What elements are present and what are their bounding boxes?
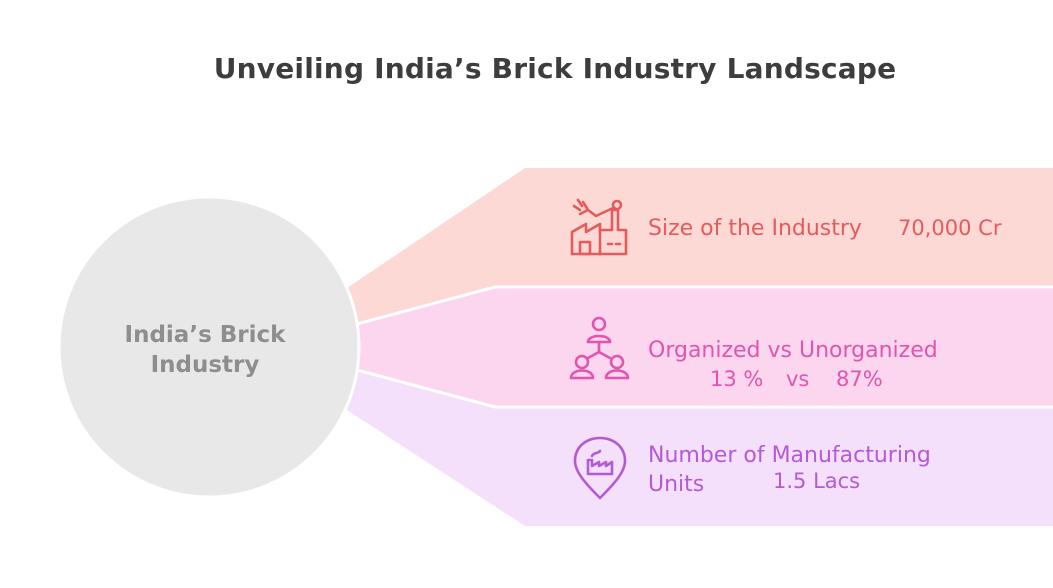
row3-label-line2: Units bbox=[648, 472, 705, 497]
row2-label: Organized vs Unorganized bbox=[648, 338, 938, 363]
row1-value: 70,000 Cr bbox=[898, 216, 1002, 240]
band-manufacturing-units bbox=[347, 371, 1053, 526]
row3-value: 1.5 Lacs bbox=[773, 469, 861, 493]
people-hierarchy-icon bbox=[569, 316, 630, 380]
row2-vs: vs bbox=[786, 367, 810, 391]
page-title: Unveiling India’s Brick Industry Landsca… bbox=[213, 52, 897, 85]
band-size-of-industry bbox=[347, 168, 1053, 324]
row3-label-line1: Number of Manufacturing bbox=[648, 443, 931, 468]
center-label-line1: India’s Brick bbox=[124, 322, 286, 348]
center-label: India’s Brick Industry bbox=[80, 320, 330, 380]
center-circle bbox=[57, 195, 361, 499]
row1-label: Size of the Industry bbox=[648, 216, 862, 241]
row2-value-organized: 13 % bbox=[710, 367, 764, 391]
factory-robot-arm-icon bbox=[570, 198, 628, 256]
band-organized-vs-unorganized bbox=[357, 288, 1053, 406]
row2-value-unorganized: 87% bbox=[836, 367, 883, 391]
factory-location-pin-icon bbox=[573, 436, 627, 500]
center-label-line2: Industry bbox=[150, 352, 260, 378]
